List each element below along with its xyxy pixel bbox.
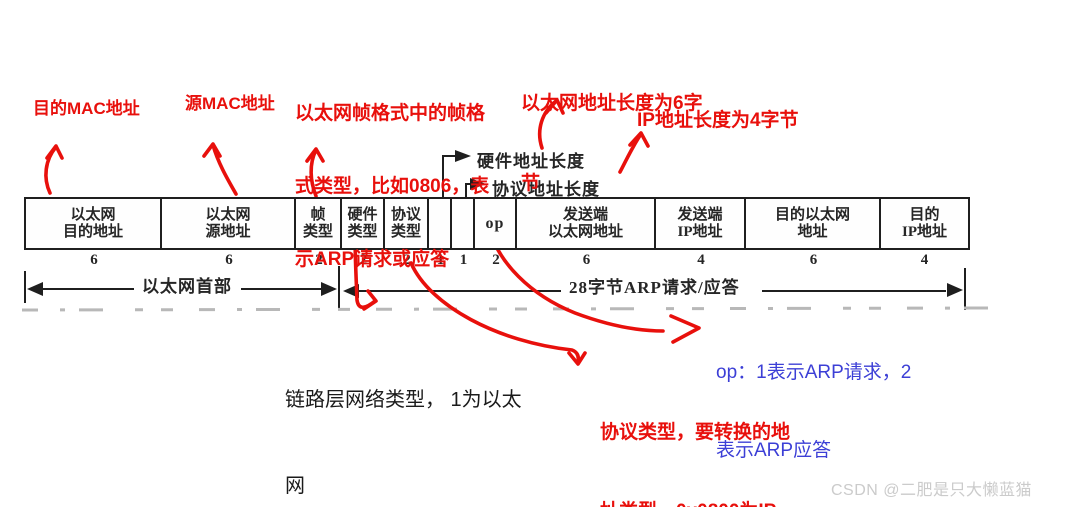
annotation-line: 址类型，0x0800为IP — [600, 494, 790, 507]
annotation-line: op：1表示ARP请求，2 — [716, 362, 912, 383]
red-arrow-dest-mac — [44, 144, 64, 195]
field-label: 目的 — [909, 206, 940, 223]
field-label: 以太网 — [70, 206, 116, 223]
erased-text-smudge — [21, 306, 993, 312]
packet-field-table: 以太网目的地址 以太网源地址 帧类型 硬件类型 协议类型 op 发送端以太网地址… — [24, 197, 970, 250]
red-arrow-op-note — [487, 226, 701, 344]
eth-header-span-arrow — [24, 266, 340, 308]
annotation-line: 表示ARP应答 — [716, 440, 832, 461]
field-label: 硬件 — [347, 206, 378, 223]
field-label: 目的地址 — [62, 223, 123, 240]
byte-count: 6 — [809, 252, 818, 268]
ip-addr-len-annotation: IP地址长度为4字节 — [637, 110, 799, 131]
annotation-line: 网 — [285, 475, 305, 497]
eth-addr-len-annotation: 以太网地址长度为6字 节 — [521, 42, 703, 246]
byte-count: 6 — [582, 252, 591, 268]
field-label: op — [485, 215, 505, 232]
annotation-line: 节 — [521, 173, 541, 194]
byte-count: 4 — [920, 252, 929, 268]
field-label: IP地址 — [677, 223, 723, 240]
connector-arrowheads — [455, 150, 486, 190]
csdn-watermark: CSDN @二肥是只大懒蓝猫 — [831, 482, 1033, 499]
field-label: 协议 — [390, 206, 421, 223]
dest-mac-annotation: 目的MAC地址 — [33, 99, 140, 118]
field-label: 源地址 — [205, 223, 251, 240]
field-target-eth-addr: 目的以太网地址 — [746, 199, 881, 248]
field-sender-eth-addr: 发送端以太网地址 — [517, 199, 656, 248]
red-arrow-proto-type-down — [409, 261, 587, 366]
field-label: 发送端 — [677, 206, 723, 223]
byte-count: 2 — [403, 252, 411, 268]
annotation-line: 示ARP请求或应答 — [295, 249, 450, 270]
field-frame-type: 帧类型 — [296, 199, 342, 248]
byte-count: 6 — [225, 252, 233, 268]
src-mac-annotation: 源MAC地址 — [185, 94, 275, 113]
hw-addr-len-connector — [442, 155, 470, 197]
field-hw-addr-len — [429, 199, 452, 248]
field-label: 类型 — [347, 223, 378, 240]
annotation-line: 协议类型，要转换的地 — [600, 422, 791, 443]
field-label: 以太网 — [205, 206, 251, 223]
proto-addr-len-label: 协议地址长度 — [492, 180, 600, 199]
byte-count: 2 — [492, 252, 500, 268]
field-op: op — [475, 199, 517, 248]
field-label: 以太网地址 — [547, 223, 623, 240]
field-label: 地址 — [797, 223, 828, 240]
field-eth-dst-addr: 以太网目的地址 — [26, 199, 162, 248]
field-label: 帧 — [310, 206, 326, 223]
proto-type-annotation: 协议类型，要转换的地 址类型，0x0800为IP 地址 — [600, 371, 790, 507]
frame-type-annotation: 以太网帧格式中的帧格 式类型，比如0806，表 示ARP请求或应答 — [295, 55, 489, 318]
byte-count: 1 — [436, 252, 445, 268]
field-label: 目的以太网 — [774, 206, 850, 223]
eth-header-span-arrowheads — [27, 282, 337, 296]
byte-count: 2 — [359, 252, 368, 268]
hw-addr-len-label: 硬件地址长度 — [477, 152, 585, 171]
annotation-line: 以太网帧格式中的帧格 — [295, 103, 486, 124]
red-arrow-ip-addr-len — [618, 131, 650, 174]
annotation-line: 链路层网络类型， 1为以太 — [285, 389, 522, 411]
byte-count: 1 — [459, 252, 468, 268]
arp-body-span-arrow — [359, 268, 966, 310]
field-label: 类型 — [302, 223, 333, 240]
byte-count: 2 — [315, 252, 323, 268]
eth-header-span-label: 以太网首部 — [138, 272, 236, 297]
byte-count-row: 6 6 2 2 2 1 1 2 6 4 6 4 — [26, 252, 968, 269]
field-label: 发送端 — [562, 206, 608, 223]
field-proto-type: 协议类型 — [385, 199, 429, 248]
field-hw-type: 硬件类型 — [342, 199, 385, 248]
red-arrow-frame-type — [305, 147, 325, 198]
annotation-line: 式类型，比如0806，表 — [295, 176, 490, 197]
field-eth-src-addr: 以太网源地址 — [162, 199, 296, 248]
annotation-line: 以太网地址长度为6字 — [521, 93, 703, 114]
link-type-annotation: 链路层网络类型， 1为以太 网 — [285, 334, 522, 507]
field-proto-addr-len — [452, 199, 475, 248]
byte-count: 6 — [90, 252, 98, 268]
red-arrow-src-mac — [202, 142, 238, 196]
arp-body-span-label: 28字节ARP请求/应答 — [565, 273, 744, 298]
op-note-annotation: op：1表示ARP请求，2 表示ARP应答 — [716, 312, 911, 507]
red-arrow-eth-addr-len — [537, 98, 565, 150]
byte-count: 4 — [697, 252, 705, 268]
field-label: 类型 — [390, 223, 421, 240]
field-label: IP地址 — [901, 223, 947, 240]
